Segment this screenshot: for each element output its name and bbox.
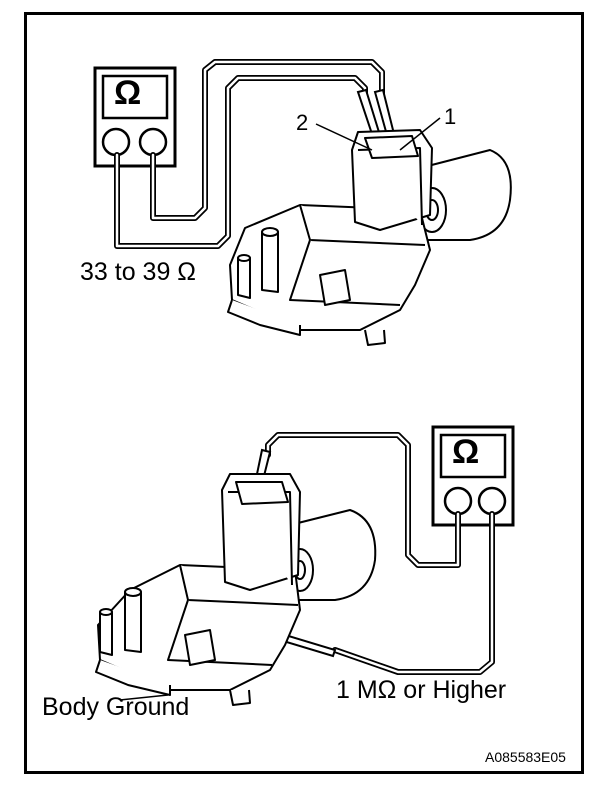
ohm-symbol-bottom: Ω bbox=[452, 433, 480, 471]
resistance-spec-top: 33 to 39 Ω bbox=[80, 258, 196, 286]
pin-label-1: 1 bbox=[444, 104, 457, 129]
figure-code: A085583E05 bbox=[485, 749, 566, 765]
ohmmeter-top bbox=[93, 66, 177, 168]
vsv-valve-bottom bbox=[95, 473, 377, 706]
resistance-spec-bottom: 1 MΩ or Higher bbox=[336, 676, 507, 704]
ohm-symbol-top: Ω bbox=[114, 74, 142, 112]
pin-label-2: 2 bbox=[296, 110, 309, 135]
ohmmeter-bottom bbox=[431, 425, 515, 527]
body-ground-label: Body Ground bbox=[42, 693, 190, 721]
vsv-valve-top bbox=[227, 129, 512, 346]
leader-lines bbox=[119, 117, 441, 701]
